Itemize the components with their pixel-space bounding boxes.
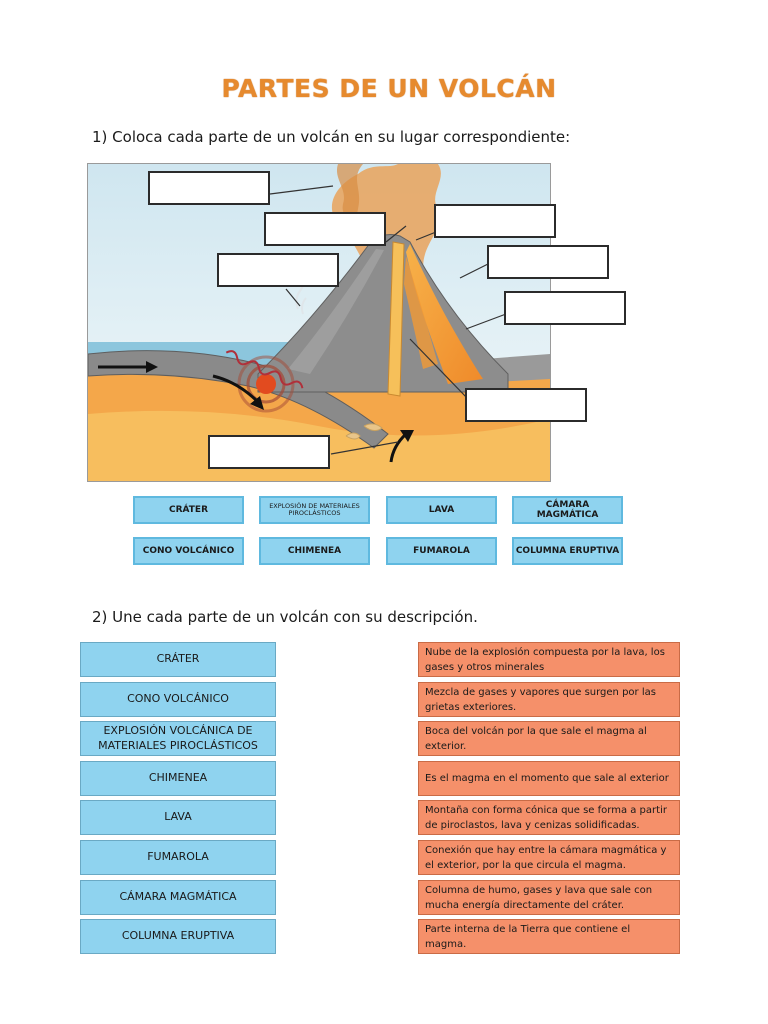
term-magma-chamber[interactable]: CÁMARA MAGMÁTICA <box>80 880 276 915</box>
term-explosion[interactable]: EXPLOSIÓN VOLCÁNICA DE MATERIALES PIROCL… <box>80 721 276 756</box>
description-item[interactable]: Montaña con forma cónica que se forma a … <box>418 800 680 835</box>
description-item[interactable]: Es el magma en el momento que sale al ex… <box>418 761 680 796</box>
blank-label-chamber[interactable] <box>208 435 330 469</box>
term-fumarole[interactable]: FUMAROLA <box>80 840 276 875</box>
description-item[interactable]: Parte interna de la Tierra que contiene … <box>418 919 680 954</box>
description-item[interactable]: Columna de humo, gases y lava que sale c… <box>418 880 680 915</box>
description-item[interactable]: Mezcla de gases y vapores que surgen por… <box>418 682 680 717</box>
section-2-heading: 2) Une cada parte de un volcán con su de… <box>92 608 478 626</box>
term-volcanic-cone[interactable]: CONO VOLCÁNICO <box>80 682 276 717</box>
term-lava[interactable]: LAVA <box>80 800 276 835</box>
tile-volcanic-cone[interactable]: CONO VOLCÁNICO <box>133 537 244 565</box>
description-item[interactable]: Conexión que hay entre la cámara magmáti… <box>418 840 680 875</box>
tile-chimney[interactable]: CHIMENEA <box>259 537 370 565</box>
description-item[interactable]: Nube de la explosión compuesta por la la… <box>418 642 680 677</box>
term-chimney[interactable]: CHIMENEA <box>80 761 276 796</box>
section-1-heading: 1) Coloca cada parte de un volcán en su … <box>92 128 571 146</box>
blank-label-lava-outer[interactable] <box>504 291 626 325</box>
description-item[interactable]: Boca del volcán por la que sale el magma… <box>418 721 680 756</box>
tile-crater[interactable]: CRÁTER <box>133 496 244 524</box>
blank-label-fumarole[interactable] <box>217 253 339 287</box>
tile-eruptive-column[interactable]: COLUMNA ERUPTIVA <box>512 537 623 565</box>
blank-label-explosion-outer[interactable] <box>434 204 556 238</box>
term-eruptive-column[interactable]: COLUMNA ERUPTIVA <box>80 919 276 954</box>
volcano-illustration <box>88 164 550 481</box>
blank-label-column[interactable] <box>148 171 270 205</box>
tile-fumarole[interactable]: FUMAROLA <box>386 537 497 565</box>
tile-lava[interactable]: LAVA <box>386 496 497 524</box>
tile-magma-chamber[interactable]: CÁMARA MAGMÁTICA <box>512 496 623 524</box>
tile-explosion[interactable]: EXPLOSIÓN DE MATERIALES PIROCLÁSTICOS <box>259 496 370 524</box>
volcano-diagram <box>87 163 551 482</box>
blank-label-cone-outer[interactable] <box>487 245 609 279</box>
term-crater[interactable]: CRÁTER <box>80 642 276 677</box>
blank-label-crater[interactable] <box>264 212 386 246</box>
page-title: PARTES DE UN VOLCÁN <box>221 74 557 103</box>
blank-label-chimney-outer[interactable] <box>465 388 587 422</box>
